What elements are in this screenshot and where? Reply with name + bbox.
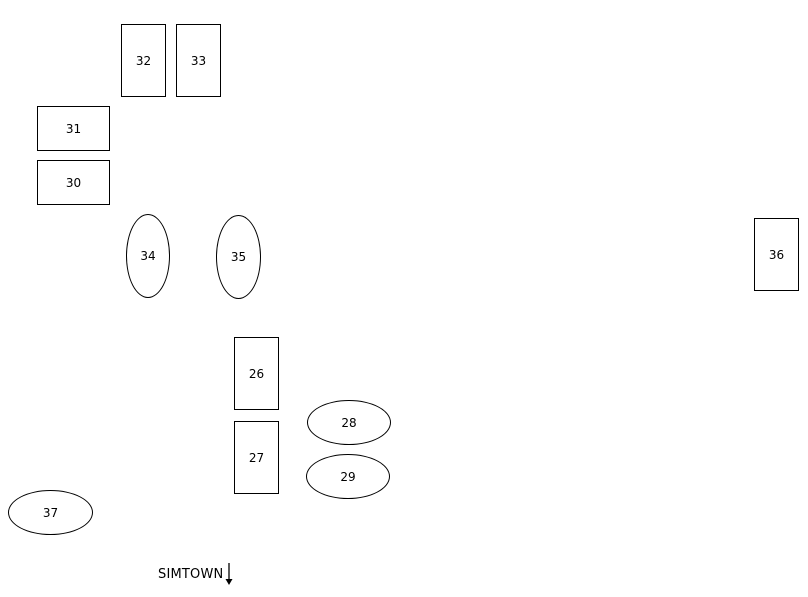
table-28[interactable]: 28 <box>307 400 391 445</box>
table-30[interactable]: 30 <box>37 160 110 205</box>
table-label: 33 <box>190 53 207 68</box>
simtown-exit-link[interactable]: SIMTOWN <box>158 562 233 586</box>
table-35[interactable]: 35 <box>216 215 261 299</box>
table-27[interactable]: 27 <box>234 421 279 494</box>
table-label: 34 <box>140 249 156 263</box>
table-34[interactable]: 34 <box>126 214 170 298</box>
table-label: 30 <box>65 175 82 190</box>
table-label: 36 <box>768 247 785 262</box>
table-label: 32 <box>135 53 152 68</box>
table-32[interactable]: 32 <box>121 24 166 97</box>
table-37[interactable]: 37 <box>8 490 93 535</box>
table-label: 26 <box>248 366 265 381</box>
table-33[interactable]: 33 <box>176 24 221 97</box>
table-label: 29 <box>340 469 356 484</box>
table-label: 35 <box>230 250 247 264</box>
arrow-down-icon <box>225 563 233 585</box>
table-label: 28 <box>341 415 357 430</box>
table-31[interactable]: 31 <box>37 106 110 151</box>
table-label: 31 <box>65 121 82 136</box>
table-label: 37 <box>42 505 59 520</box>
table-29[interactable]: 29 <box>306 454 390 499</box>
table-26[interactable]: 26 <box>234 337 279 410</box>
exit-label: SIMTOWN <box>158 566 224 582</box>
table-36[interactable]: 36 <box>754 218 799 291</box>
table-label: 27 <box>248 450 265 465</box>
